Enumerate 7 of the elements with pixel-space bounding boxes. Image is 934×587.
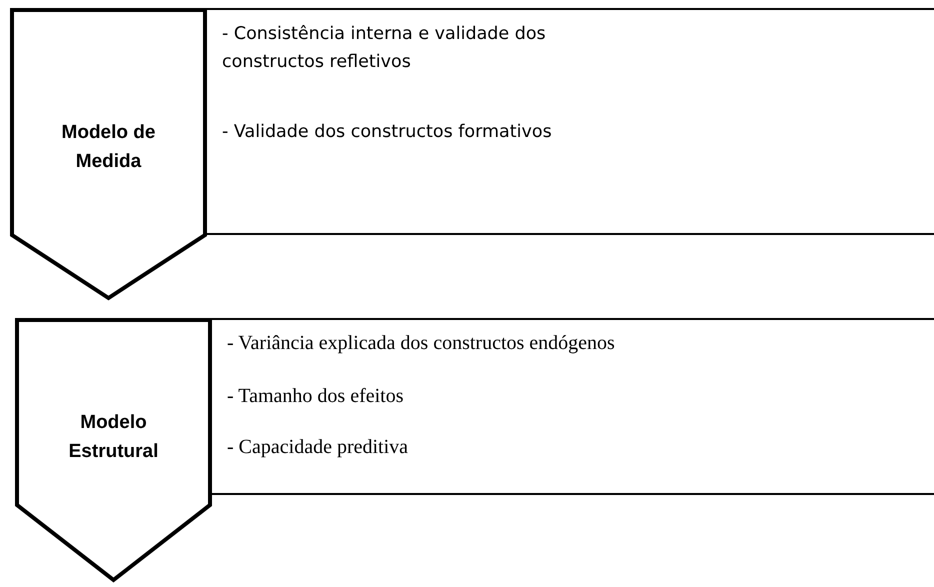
stage-heading: Modelo de Medida [60,121,156,174]
stage-heading: Modelo Estrutural [68,411,160,464]
criterion-text: - Variância explicada dos constructos endógenos [227,331,616,356]
criterion-text: - Consistência interna e validade dos constructos refletivos [222,23,547,74]
criterion-text: - Capacidade preditiva [227,435,410,460]
criterion-text: - Tamanho dos efeitos [227,384,405,409]
criterion-text: - Validade dos constructos formativos [222,121,553,144]
